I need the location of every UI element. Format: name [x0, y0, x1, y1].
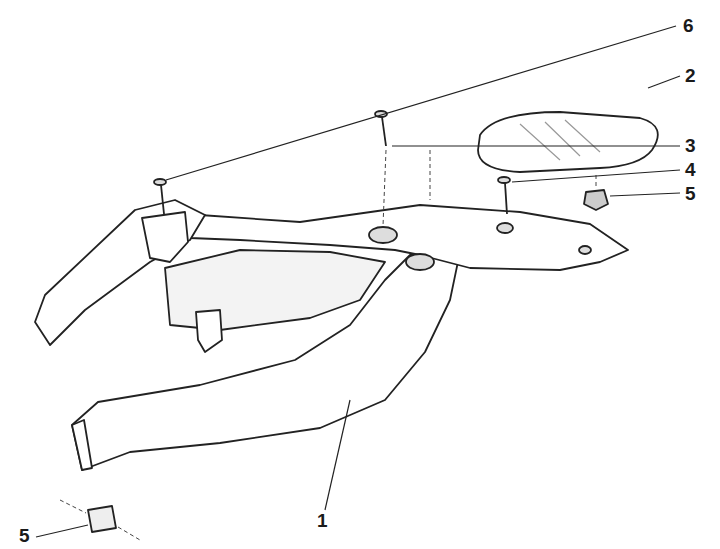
callout-number: 5 — [18, 526, 31, 545]
callout-number: 5 — [684, 184, 697, 203]
mount-block — [196, 310, 222, 352]
clip — [584, 190, 608, 210]
mount-block — [142, 212, 188, 262]
callout-number: 4 — [684, 160, 697, 179]
cover — [478, 112, 658, 172]
end-bracket — [72, 420, 92, 470]
callout-number: 3 — [684, 136, 697, 155]
callout-number: 6 — [682, 16, 695, 35]
screw — [154, 111, 510, 214]
callout-number: 1 — [316, 511, 329, 530]
clip — [88, 506, 116, 532]
callout-number: 2 — [684, 66, 697, 85]
leader-lines — [36, 26, 680, 537]
